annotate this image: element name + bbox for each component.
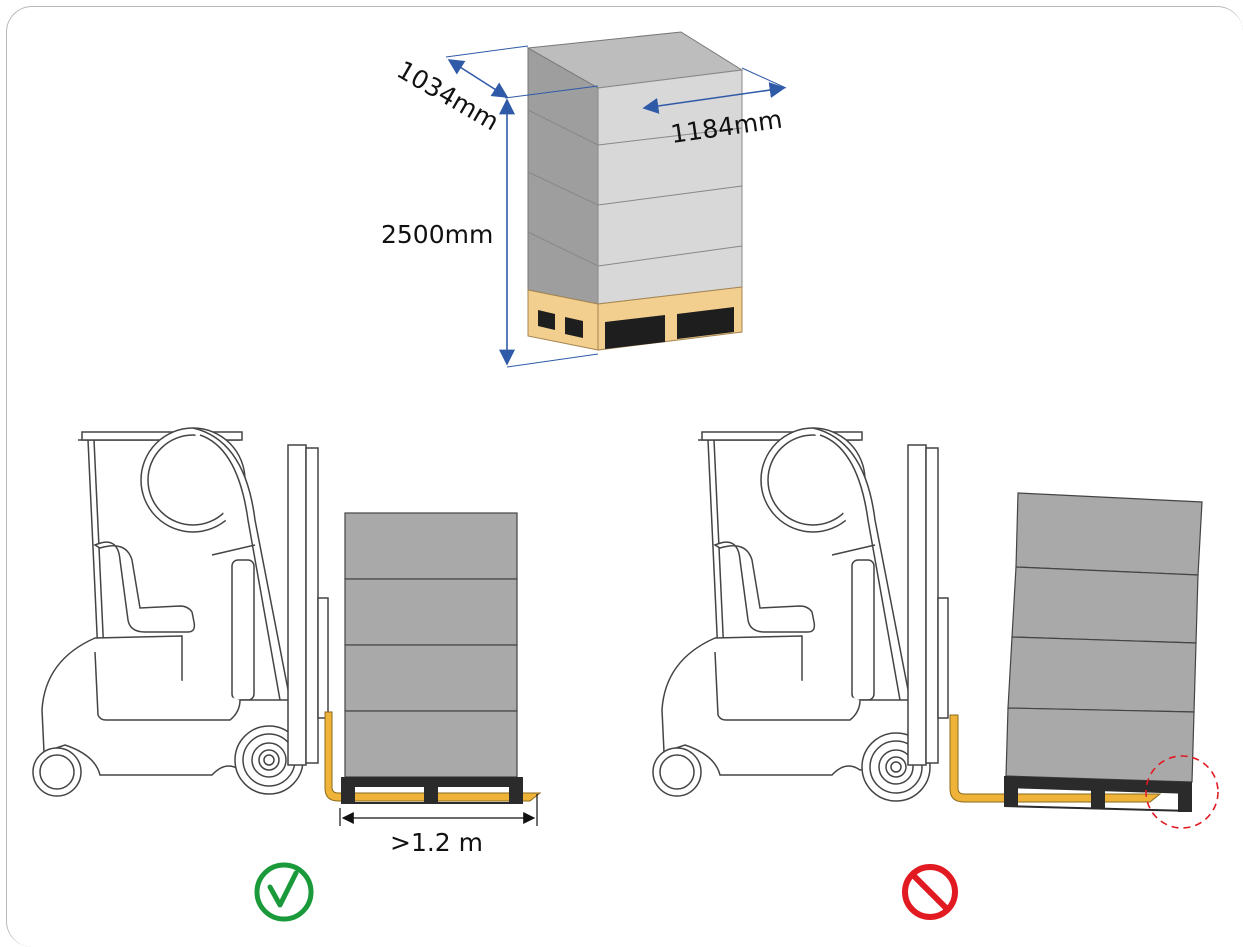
check-circle-icon: [254, 862, 314, 922]
fork-length-dimension: [339, 794, 538, 826]
fork-wrong: [949, 714, 1162, 803]
fork-correct: [324, 711, 542, 802]
problem-highlight-circle: [1145, 755, 1219, 829]
figure-frame: [6, 6, 1243, 947]
pallet-base: [527, 286, 743, 351]
depth-label: 1034mm: [392, 55, 504, 136]
prohibited-icon: [902, 864, 958, 920]
tilted-pallet-wrong: [1003, 492, 1203, 812]
height-label: 2500mm: [381, 220, 493, 249]
dimension-lines: [445, 45, 787, 368]
forklift-wrong: [652, 427, 949, 802]
fork-length-label: >1.2 m: [390, 828, 483, 857]
forklift-correct: [32, 427, 329, 797]
loaded-pallet-correct: [341, 512, 523, 804]
wrapped-pallet-3d: [526, 31, 744, 351]
